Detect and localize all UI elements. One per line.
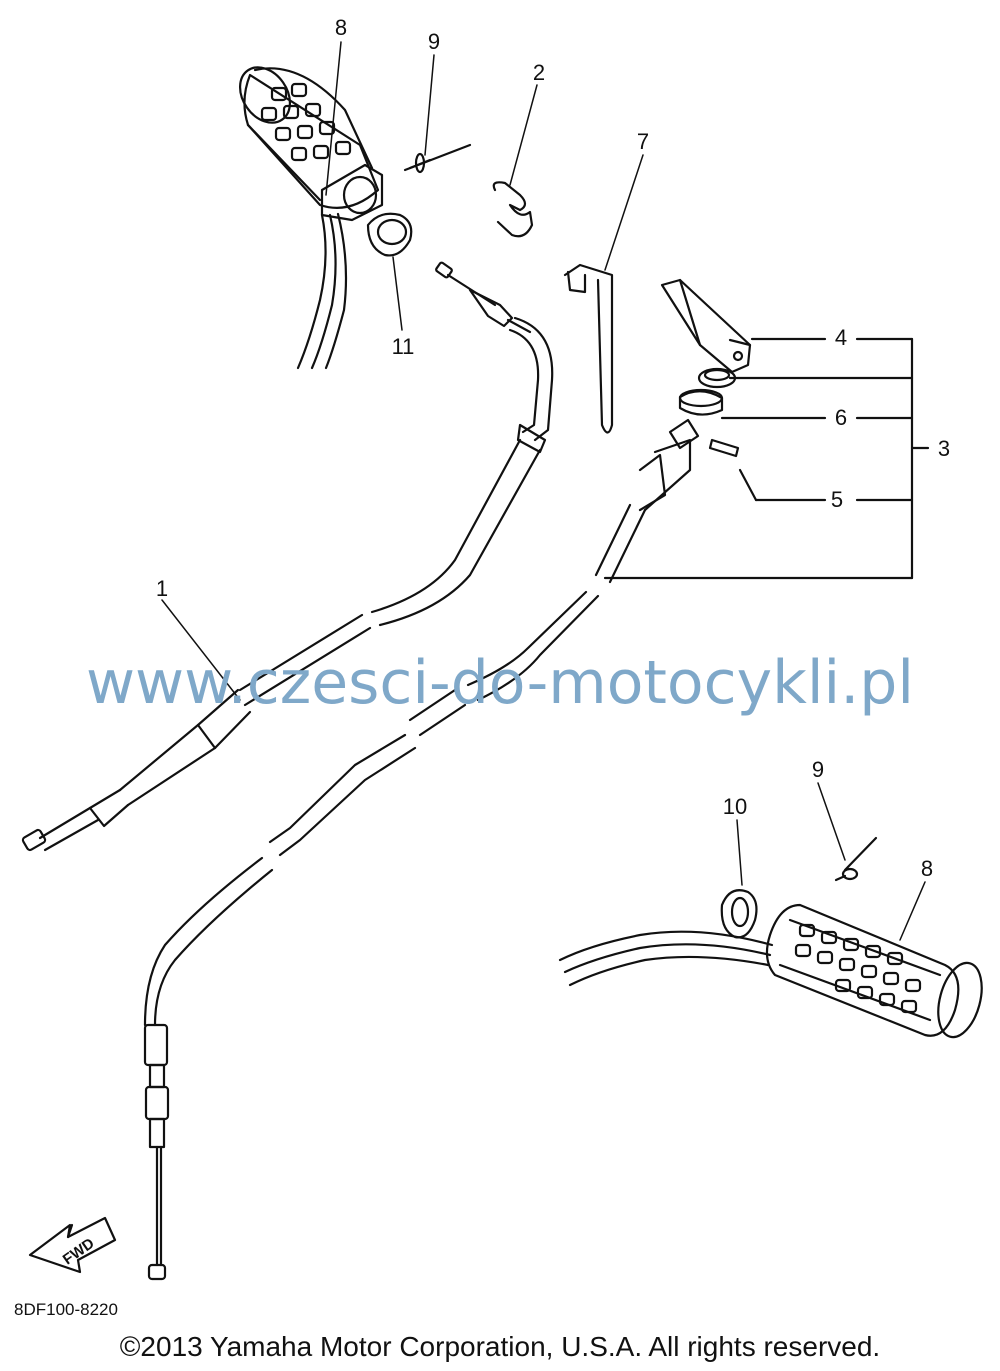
leader-lines [161,41,926,941]
callout-3: 3 [937,436,951,461]
diagram-code: 8DF100-8220 [14,1300,118,1319]
pin-5 [708,438,740,458]
nut-6 [678,388,724,416]
copyright-notice: ©2013 Yamaha Motor Corporation, U.S.A. A… [119,1331,881,1362]
callout-1: 1 [155,576,169,601]
screw-top [403,143,472,174]
watermark-url: www.czesci-do-motocykli.pl [85,648,915,718]
spring-clip [492,181,534,238]
fwd-arrow-icon [28,1216,117,1274]
callout-11: 11 [391,334,415,359]
lever-7 [563,263,614,434]
right-grip [558,903,983,1039]
callout-8-bottom: 8 [920,856,934,881]
screw-bottom [834,836,878,882]
bracket-4 [660,278,752,374]
callout-6: 6 [834,405,848,430]
callout-7: 7 [636,129,650,154]
callout-8-top: 8 [334,15,348,40]
cable-1 [21,261,554,852]
callout-5: 5 [830,487,844,512]
callout-10: 10 [722,794,748,819]
bracket-3-lines [603,337,930,580]
collar-11 [366,212,413,257]
cable-3 [143,418,700,1281]
callout-9-top: 9 [427,29,441,54]
callout-2: 2 [532,60,546,85]
callout-9-bottom: 9 [811,757,825,782]
callout-4: 4 [834,325,848,350]
left-grip [238,66,384,370]
collar-10 [720,889,758,939]
